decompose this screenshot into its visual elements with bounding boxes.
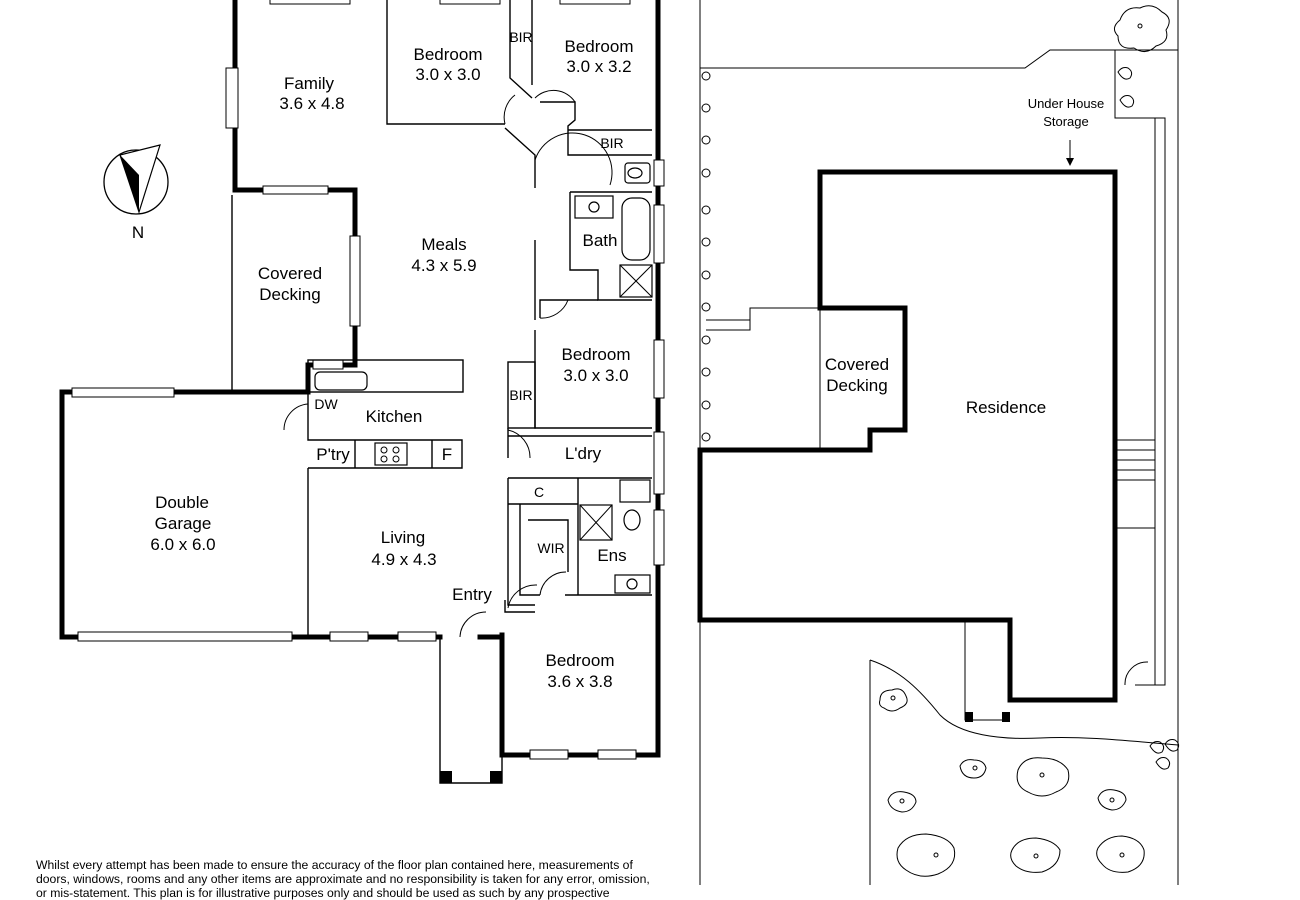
label-garage-1: Double — [155, 493, 209, 512]
label-covered-decking-2: Decking — [259, 285, 320, 304]
label-bir-top: BIR — [509, 29, 532, 45]
label-meals: Meals — [421, 235, 466, 254]
label-entry: Entry — [452, 585, 492, 604]
disclaimer-text: Whilst every attempt has been made to en… — [36, 858, 650, 900]
site-boundary-north — [700, 49, 1178, 69]
label-bedroom-mid: Bedroom — [562, 345, 631, 364]
size-bedroom-ne: 3.0 x 3.2 — [566, 57, 631, 76]
room-labels: Bedroom 3.0 x 3.0 BIR Bedroom 3.0 x 3.2 … — [150, 29, 633, 691]
size-garage: 6.0 x 6.0 — [150, 535, 215, 554]
label-site-decking-1: Covered — [825, 355, 889, 374]
label-cupboard: C — [534, 484, 544, 500]
label-fridge: F — [442, 445, 452, 464]
label-bedroom-ne: Bedroom — [565, 37, 634, 56]
interior-walls — [231, 0, 652, 784]
label-bedroom-se: Bedroom — [546, 651, 615, 670]
size-family: 3.6 x 4.8 — [279, 94, 344, 113]
label-family: Family — [284, 74, 335, 93]
size-bedroom-nw: 3.0 x 3.0 — [415, 65, 480, 84]
size-bedroom-mid: 3.0 x 3.0 — [563, 366, 628, 385]
label-bedroom-nw: Bedroom — [414, 45, 483, 64]
label-garage-2: Garage — [155, 514, 212, 533]
label-bir-left: BIR — [509, 387, 532, 403]
label-living: Living — [381, 528, 425, 547]
tree-icons — [879, 5, 1180, 877]
label-wir: WIR — [537, 540, 564, 556]
compass-label: N — [132, 223, 144, 242]
label-storage-2: Storage — [1043, 114, 1089, 129]
site-plan: Under House Storage Covered Decking Resi… — [697, 0, 1180, 885]
compass-needle-fill — [120, 155, 139, 212]
label-residence: Residence — [966, 398, 1046, 417]
label-site-decking-2: Decking — [826, 376, 887, 395]
label-laundry: L'dry — [565, 444, 602, 463]
size-bedroom-se: 3.6 x 3.8 — [547, 672, 612, 691]
label-kitchen: Kitchen — [366, 407, 423, 426]
windows — [71, 0, 665, 760]
label-dw: DW — [314, 396, 338, 412]
label-pantry: P'try — [316, 445, 350, 464]
door-swings — [283, 89, 613, 638]
compass: N — [103, 144, 169, 242]
label-storage-1: Under House — [1028, 96, 1105, 111]
label-bath: Bath — [583, 231, 618, 250]
label-ensuite: Ens — [597, 546, 626, 565]
fixtures — [314, 162, 653, 594]
size-living: 4.9 x 4.3 — [371, 550, 436, 569]
size-meals: 4.3 x 5.9 — [411, 256, 476, 275]
label-covered-decking-1: Covered — [258, 264, 322, 283]
label-bir-mid: BIR — [600, 135, 623, 151]
residence-outline — [697, 169, 1118, 703]
